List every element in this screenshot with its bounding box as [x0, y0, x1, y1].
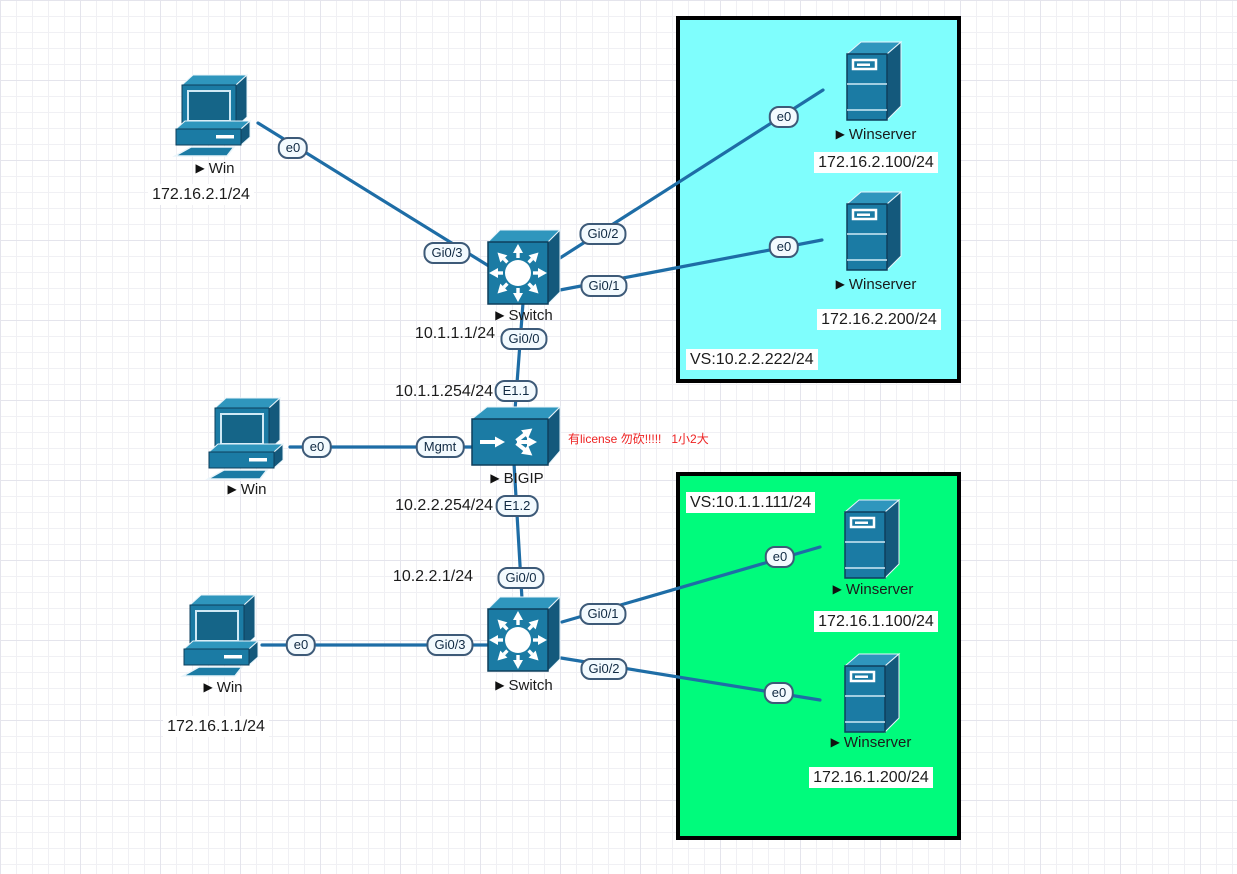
- node-label-switch-top: ▶Switch: [479, 307, 569, 324]
- ip-label-server-2-100: 172.16.2.100/24: [811, 152, 941, 173]
- ip-label-server-1-100: 172.16.1.100/24: [811, 611, 941, 632]
- interface-label-e0: e0: [285, 634, 317, 656]
- play-icon: ▶: [495, 678, 505, 692]
- play-icon: ▶: [835, 277, 845, 291]
- node-name: Switch: [508, 307, 553, 324]
- vs-label-bottom-zone: VS:10.1.1.111/24: [686, 492, 816, 513]
- play-icon: ▶: [832, 582, 842, 596]
- interface-label-e0: e0: [301, 436, 333, 458]
- pc-icon[interactable]: [178, 593, 268, 682]
- node-label-bigip: ▶BIGIP: [472, 470, 562, 487]
- interface-label-gi0-2: Gi0/2: [580, 658, 628, 680]
- interface-label-gi0-0: Gi0/0: [500, 328, 548, 350]
- play-icon: ▶: [227, 482, 237, 496]
- node-label-server-2-100: ▶Winserver: [811, 126, 941, 143]
- node-name: Winserver: [848, 276, 917, 293]
- ip-label-win-top: 172.16.2.1/24: [136, 184, 266, 205]
- annotation-switch-bottom-ip: 10.2.2.1/24: [392, 568, 473, 585]
- server-icon[interactable]: [843, 652, 901, 741]
- annotation-bigip-e12-ip: 10.2.2.254/24: [395, 497, 493, 514]
- interface-label-gi0-1: Gi0/1: [579, 603, 627, 625]
- interface-label-gi0-0: Gi0/0: [497, 567, 545, 589]
- interface-label-gi0-3: Gi0/3: [426, 634, 474, 656]
- switch-icon[interactable]: [486, 228, 562, 311]
- node-name: Win: [240, 481, 267, 498]
- play-icon: ▶: [195, 161, 205, 175]
- node-name: Switch: [508, 677, 553, 694]
- interface-label-e0: e0: [277, 137, 309, 159]
- node-name: BIGIP: [503, 470, 544, 487]
- node-label-server-1-200: ▶Winserver: [806, 734, 936, 751]
- play-icon: ▶: [830, 735, 840, 749]
- annotation-switch-top-ip: 10.1.1.1/24: [414, 325, 495, 342]
- play-icon: ▶: [203, 680, 213, 694]
- play-icon: ▶: [835, 127, 845, 141]
- node-label-win-mid: ▶Win: [202, 481, 292, 498]
- node-label-win-top: ▶Win: [170, 160, 260, 177]
- ip-label-server-1-200: 172.16.1.200/24: [806, 767, 936, 788]
- interface-label-gi0-3: Gi0/3: [423, 242, 471, 264]
- node-label-server-1-100: ▶Winserver: [808, 581, 938, 598]
- ip-label-server-2-200: 172.16.2.200/24: [814, 309, 944, 330]
- license-note: 有license 勿砍!!!!! 1小2大: [568, 432, 709, 446]
- vs-label-top-zone: VS:10.2.2.222/24: [686, 349, 818, 370]
- annotation-bigip-e11-ip: 10.1.1.254/24: [395, 383, 493, 400]
- node-name: Win: [216, 679, 243, 696]
- interface-label-e0: e0: [763, 682, 795, 704]
- node-name: Winserver: [843, 734, 912, 751]
- node-label-switch-bottom: ▶Switch: [479, 677, 569, 694]
- switch-icon[interactable]: [486, 595, 562, 678]
- play-icon: ▶: [495, 308, 505, 322]
- server-icon[interactable]: [845, 40, 903, 129]
- node-name: Win: [208, 160, 235, 177]
- interface-label-e1-1: E1.1: [494, 380, 538, 402]
- interface-label-gi0-1: Gi0/1: [580, 275, 628, 297]
- interface-label-e0: e0: [764, 546, 796, 568]
- node-label-server-2-200: ▶Winserver: [811, 276, 941, 293]
- node-name: Winserver: [845, 581, 914, 598]
- play-icon: ▶: [490, 471, 500, 485]
- server-icon[interactable]: [845, 190, 903, 279]
- interface-label-e0: e0: [768, 106, 800, 128]
- node-name: Winserver: [848, 126, 917, 143]
- interface-label-e1-2: E1.2: [495, 495, 539, 517]
- ip-label-win-bottom: 172.16.1.1/24: [151, 716, 281, 737]
- pc-icon[interactable]: [170, 73, 260, 162]
- interface-label-e0: e0: [768, 236, 800, 258]
- pc-icon[interactable]: [203, 396, 293, 485]
- interface-label-mgmt: Mgmt: [415, 436, 465, 458]
- load-balancer-icon[interactable]: [470, 405, 562, 472]
- server-icon[interactable]: [843, 498, 901, 587]
- node-label-win-bottom: ▶Win: [178, 679, 268, 696]
- interface-label-gi0-2: Gi0/2: [579, 223, 627, 245]
